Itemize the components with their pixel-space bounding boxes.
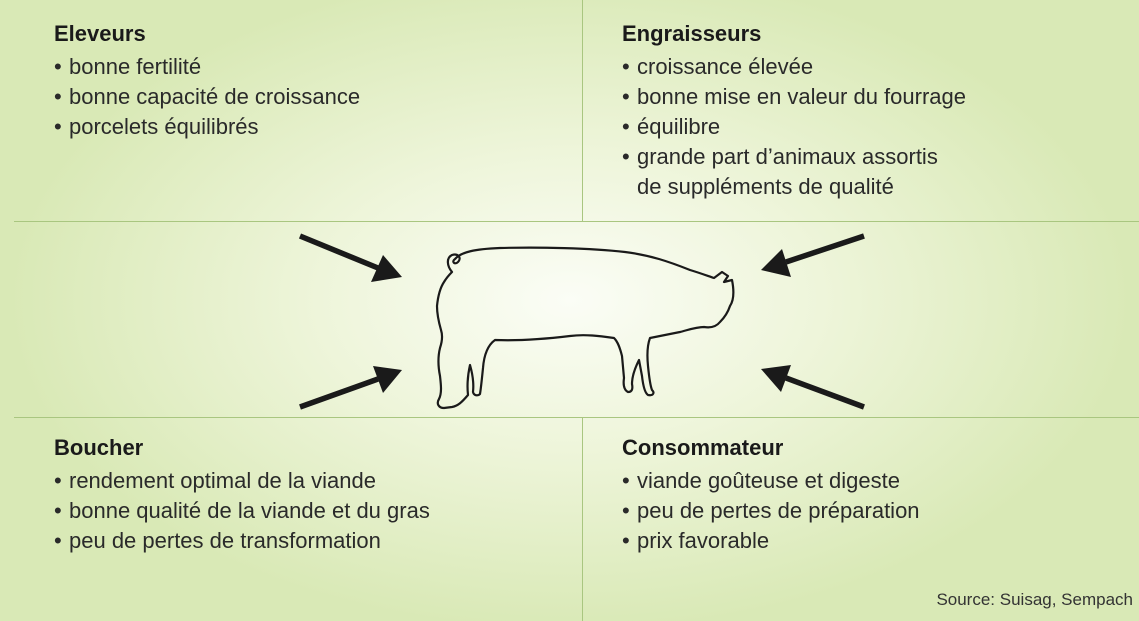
list-item-text: rendement optimal de la viande [69,468,376,493]
list-item: • bonne fertilité [54,52,360,82]
list-item: • peu de pertes de préparation [622,496,920,526]
list-item: • bonne capacité de croissance [54,82,360,112]
list-item-text: bonne capacité de croissance [69,84,361,109]
divider-horizontal-bottom [14,417,1139,418]
bullet-icon: • [54,528,62,553]
bullet-icon: • [54,114,62,139]
quadrant-eleveurs: Eleveurs • bonne fertilité • bonne capacité… [54,19,360,142]
divider-vertical-bottom [582,417,583,621]
list-item-text: bonne qualité de la viande et du gras [69,498,430,523]
list-item: • rendement optimal de la viande [54,466,430,496]
source-caption: Source: Suisag, Sempach [936,590,1133,609]
list-item-text: équilibre [637,114,721,139]
arrow-icon [761,233,865,277]
divider-vertical-top [582,0,583,221]
bullet-icon: • [622,468,630,493]
quadrant-boucher: Boucher •rendement optimal de la viande•… [54,433,430,556]
criteria-list: • rendement optimal de la viande • bonne qu… [54,466,430,556]
bullet-icon: • [622,84,630,109]
arrow-icon [298,233,402,282]
bullet-icon: • [622,114,630,139]
arrow-icon [761,365,865,410]
list-item: • prix favorable [622,526,920,556]
list-item-text: prix favorable [637,528,770,553]
bullet-icon: • [622,54,630,79]
list-item: • bonne qualité de la viande et du gras [54,496,430,526]
quadrant-title: Engraisseurs [622,21,762,46]
quadrant-title: Eleveurs [54,21,146,46]
list-item: • équilibre [622,112,966,142]
list-item-text: peu de pertes de préparation [637,498,920,523]
criteria-list: • croissance élevée • bonne mise en valeur … [622,52,966,202]
bullet-icon: • [54,498,62,523]
bullet-icon: • [622,498,630,523]
list-item-text: bonne mise en valeur du fourrage [637,84,966,109]
criteria-list: • viande goûteuse et digeste • peu de perte… [622,466,920,556]
list-item: • viande goûteuse et digeste [622,466,920,496]
list-item: • porcelets équilibrés [54,112,360,142]
arrow-icon [299,366,402,410]
quadrant-consommateur: Consommateur • viande goûteuse et digeste… [622,433,920,556]
list-item: • croissance élevée [622,52,966,82]
quadrant-title: Consommateur [622,435,784,460]
bullet-icon: • [54,468,62,493]
list-item-text: peu de pertes de transformation [69,528,381,553]
list-item-text: croissance élevée [637,54,814,79]
list-item-text: porcelets équilibrés [69,114,259,139]
list-item-text: bonne fertilité [69,54,202,79]
bullet-icon: • [54,84,62,109]
quadrant-engraisseurs: Engraisseurs • croissance élevée • bonne mi… [622,19,966,202]
bullet-icon: • [622,528,630,553]
list-item: • bonne mise en valeur du fourrage [622,82,966,112]
criteria-list: • bonne fertilité • bonne capacité de crois… [54,52,360,142]
divider-horizontal-top [14,221,1139,222]
list-item: • grande part d’animaux assortis de suppl… [622,142,966,202]
bullet-icon: • [54,54,62,79]
list-item-text: grande part d’animaux assortis de supplé… [637,144,938,199]
quadrant-title: Boucher [54,435,144,460]
list-item: • peu de pertes de transformation [54,526,430,556]
pig-silhouette-icon [435,246,735,410]
list-item-text: viande goûteuse et digeste [637,468,900,493]
bullet-icon: • [622,144,630,169]
